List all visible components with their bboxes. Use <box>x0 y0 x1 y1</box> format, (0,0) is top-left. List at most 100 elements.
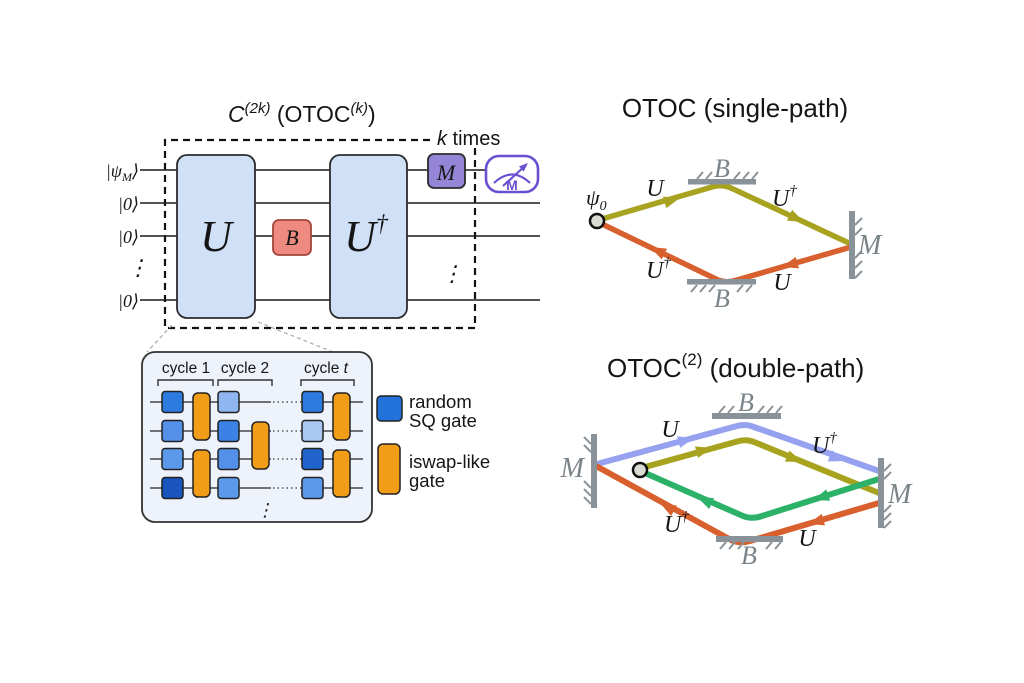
psi0-label: ψ0 <box>586 185 607 214</box>
m-label: M <box>857 230 883 261</box>
wall-bar <box>716 536 783 542</box>
sq-gate <box>161 476 184 500</box>
b-gate-box <box>272 219 312 256</box>
sq-gate <box>161 447 184 471</box>
zoom-connector-right <box>257 321 334 353</box>
inner-forward-path-olive <box>644 437 881 496</box>
cycle1-gates <box>161 390 211 500</box>
b-wall-top <box>712 405 783 419</box>
outer-forward-path-periwinkle <box>596 421 880 474</box>
u-gate-label: U <box>200 212 235 261</box>
legend-iswap-swatch <box>377 443 401 495</box>
u-dagger-block <box>329 154 408 319</box>
sq-gate <box>161 390 184 414</box>
k-times-dashed-box <box>163 138 477 330</box>
wall-bar <box>878 458 884 528</box>
arrowhead <box>782 256 800 269</box>
ket-ellipsis: ⋮ <box>127 255 149 280</box>
sq-gate <box>161 419 184 443</box>
arrowhead <box>827 450 845 462</box>
cycle-brackets <box>157 379 355 386</box>
ket-zero-1: |0⟩ <box>118 194 139 214</box>
m-wall-right <box>878 458 892 529</box>
circuit-panel: C(2k) (OTOC(k)) k times |ψM⟩ |0⟩ |0⟩ ⋮ |… <box>106 100 540 353</box>
wall-hatches <box>883 463 892 529</box>
k-times-label: k times <box>437 128 500 150</box>
arrowhead <box>694 446 712 458</box>
iswap-gate <box>192 392 211 441</box>
u-dagger-label-topright: U† <box>812 430 837 459</box>
u-label-bottomright: U <box>773 270 792 296</box>
arrowhead <box>662 196 680 209</box>
b-label-bottom: B <box>741 541 757 570</box>
m-gate-box <box>427 153 466 189</box>
b-wall-top <box>688 171 759 185</box>
inner-return-path-green <box>643 470 880 521</box>
measurement-meter-icon: M <box>484 154 540 194</box>
u-dagger-label-topright: U† <box>772 183 797 212</box>
m-gate-label: M <box>436 160 457 185</box>
initial-state-dot <box>588 212 606 230</box>
forward-path-olive <box>601 182 853 247</box>
ket-zero-2: |0⟩ <box>118 227 139 247</box>
legend-sq-line2: SQ gate <box>409 410 477 431</box>
b-label-top: B <box>738 388 754 417</box>
ket-zero-3: |0⟩ <box>118 291 139 311</box>
cycles-inset-panel: cycle 1 cycle 2 cycle t <box>141 351 373 523</box>
u-gate-block <box>176 154 256 319</box>
m-label-right: M <box>887 479 913 510</box>
wall-bar <box>849 211 855 279</box>
arrowhead <box>784 450 802 462</box>
legend-iswap-line1: iswap-like <box>409 451 490 472</box>
arrowhead <box>660 503 677 517</box>
m-wall-right <box>849 211 863 279</box>
cycle-t-gates <box>301 390 351 500</box>
iswap-gate <box>332 449 351 498</box>
u-label-topleft: U <box>661 417 680 443</box>
single-path-panel: OTOC (single-path) B B <box>586 93 883 313</box>
sq-gate <box>301 390 324 414</box>
u-dagger-label: U† <box>344 211 389 261</box>
b-label-bottom: B <box>714 284 730 313</box>
iswap-gate <box>192 449 211 498</box>
wall-hatches <box>696 171 759 180</box>
initial-state-dot <box>631 461 649 479</box>
circuit-title: C(2k) (OTOC(k)) <box>228 100 376 127</box>
arrowhead <box>808 513 826 526</box>
u-label-bottomright: U <box>798 526 817 552</box>
meter-arc <box>493 173 531 184</box>
sq-gate <box>301 419 324 443</box>
wall-hatches <box>854 217 863 279</box>
return-path-orange <box>600 221 852 285</box>
wall-hatches <box>690 284 753 293</box>
b-wall-bottom <box>687 279 756 293</box>
iswap-gate <box>251 421 270 470</box>
wall-hatches <box>718 405 783 414</box>
arrowhead <box>697 497 715 509</box>
gate-legend: random SQ gate iswap-like gate <box>376 391 490 495</box>
m-label-left: M <box>560 453 586 484</box>
arrowhead <box>650 247 668 260</box>
cycle-t-label: cycle t <box>304 360 349 377</box>
legend-sq-swatch <box>376 395 403 422</box>
wall-hatches <box>583 436 592 505</box>
ket-psi-m: |ψM⟩ <box>106 161 139 184</box>
u-label-topleft: U <box>646 176 665 202</box>
double-path-title: OTOC(2) (double-path) <box>607 350 864 383</box>
sq-gate <box>301 447 324 471</box>
wall-bar <box>688 179 756 185</box>
sq-gate <box>217 390 240 414</box>
iswap-gate <box>332 392 351 441</box>
inset-ellipsis: ⋮ <box>256 500 274 520</box>
b-gate-label: B <box>285 225 298 250</box>
double-path-panel: OTOC(2) (double-path) B <box>560 350 913 570</box>
wall-hatches <box>719 541 782 550</box>
cycle2-gates <box>217 390 270 500</box>
single-path-title: OTOC (single-path) <box>622 93 848 123</box>
zoom-connector-left <box>146 324 173 353</box>
b-wall-bottom <box>716 536 783 550</box>
u-dagger-label-bottomleft: U† <box>646 255 671 284</box>
sq-gate <box>217 419 240 443</box>
